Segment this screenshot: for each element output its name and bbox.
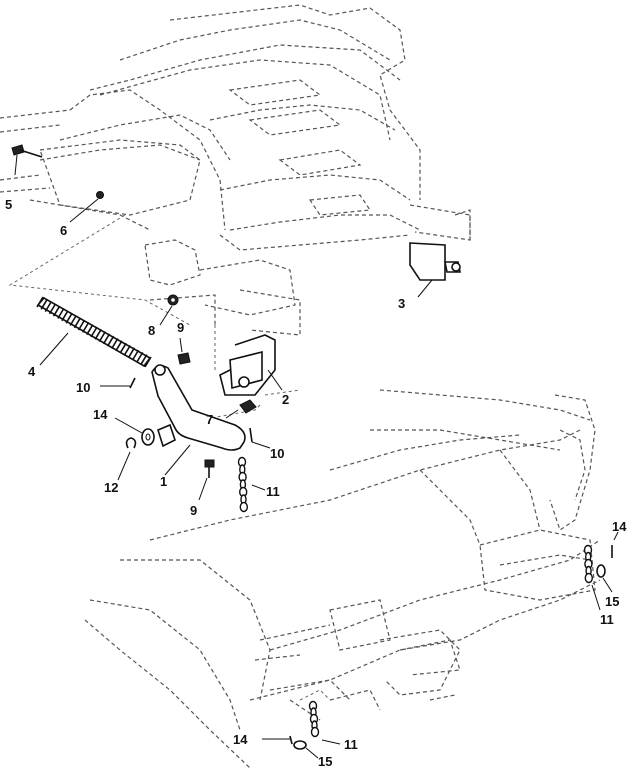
callout-15-right: 15 [605,594,619,609]
spring-part-4 [36,296,152,368]
callout-11-right: 11 [600,612,614,627]
callout-11-upper: 11 [266,484,280,499]
callout-14-right: 14 [612,519,627,534]
callout-4: 4 [28,364,36,379]
callout-14-bottom: 14 [233,732,248,747]
mower-deck [84,389,601,768]
bracket-part-2 [219,334,283,396]
nut-part-7 [225,399,257,419]
chain-link [239,501,249,513]
callout-9-lower: 9 [190,503,197,518]
callout-10-right: 10 [270,446,284,461]
pin-part-14-right [611,531,619,558]
pin-part-10-left [100,377,136,389]
callout-12: 12 [104,480,118,495]
chain-part-11-upper [237,456,249,513]
chain-part-11-bottom [308,700,320,738]
nut-part-6 [69,191,104,223]
pin-part-14-bottom [262,735,293,745]
callout-10-left: 10 [76,380,90,395]
washer-part-15-right [596,564,613,593]
bracket-part-3 [409,242,461,298]
callout-6: 6 [60,223,67,238]
callout-labels: 5 6 3 8 9 4 10 2 7 14 10 1 12 11 9 14 15… [5,197,627,768]
chain-part-11-right [583,544,593,584]
callout-9-upper: 9 [177,320,184,335]
callout-7: 7 [206,412,213,427]
nut-part-8 [159,294,179,326]
callout-8: 8 [148,323,155,338]
washer-part-9-upper [177,337,191,365]
callout-13: 14 [93,407,108,422]
chain-link [584,572,593,584]
tractor-frame [0,4,471,370]
callout-2: 2 [282,392,289,407]
clip-part-12 [117,437,137,481]
lift-arm-part-1 [151,364,246,476]
callout-15-bottom: 15 [318,754,332,768]
callout-5: 5 [5,197,12,212]
chain-link [310,726,320,738]
callout-11-bottom: 11 [344,737,358,752]
pin-part-10-right [249,427,271,449]
callout-1: 1 [160,474,167,489]
bolt-part-5 [11,144,43,176]
washer-part-15-bottom [293,740,319,759]
washer-part-13 [114,417,155,446]
callout-3: 3 [398,296,405,311]
bolt-part-9-lower [198,459,215,501]
